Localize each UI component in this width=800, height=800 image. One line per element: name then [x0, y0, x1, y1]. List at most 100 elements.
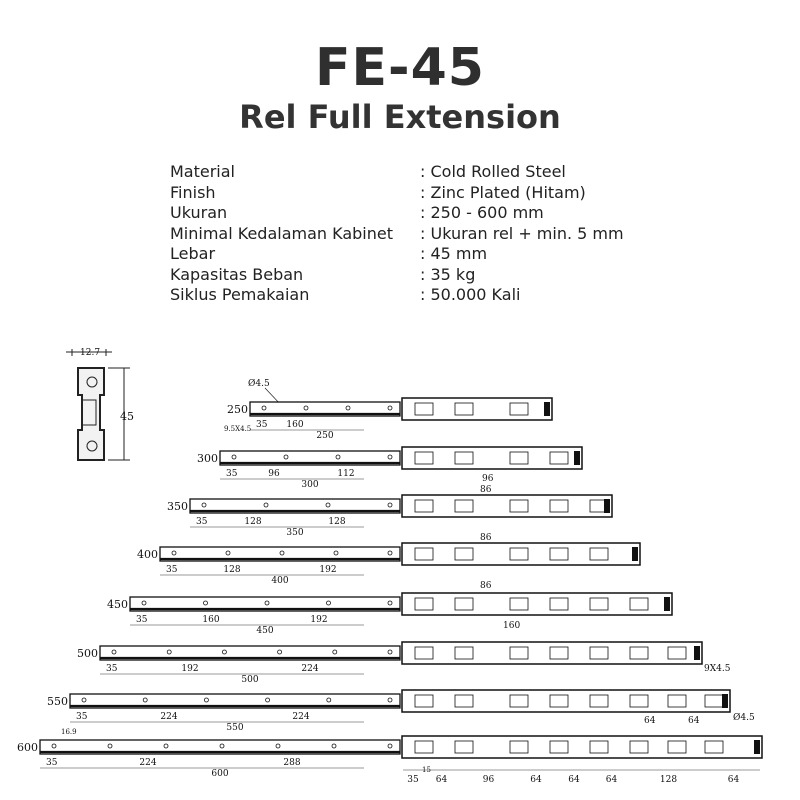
rail-slot [549, 547, 569, 561]
rail-slot [549, 740, 569, 754]
mounting-hole [231, 454, 237, 460]
rail-end-stop [632, 547, 638, 561]
bottom-dim-label: 64 [606, 775, 618, 785]
spec-row-finish: Finish : Zinc Plated (Hitam) [170, 183, 624, 204]
spec-row-material: Material : Cold Rolled Steel [170, 162, 624, 183]
rail-end-stop [664, 597, 670, 611]
bottom-dim-label: 64 [530, 775, 542, 785]
rail-slot [509, 694, 529, 708]
rail-right-body [401, 397, 553, 421]
rail-segment-label: 288 [283, 758, 300, 768]
rail-slot [549, 646, 569, 660]
rail-end-stop [604, 499, 610, 513]
spec-value: : Zinc Plated (Hitam) [420, 182, 586, 202]
rail-total-label: 600 [211, 769, 228, 779]
rail-slot [589, 646, 609, 660]
rail-size-label: 250 [227, 403, 248, 416]
mounting-hole [333, 550, 339, 556]
rail-segment-label: 35 [76, 712, 88, 722]
mounting-hole [325, 502, 331, 508]
rail-segment-label: 128 [328, 517, 345, 527]
rail-right-body [401, 446, 583, 470]
mounting-hole [387, 697, 393, 703]
rail-segment-label: 224 [301, 664, 318, 674]
rail-total-label: 300 [301, 480, 318, 490]
mounting-hole [331, 743, 337, 749]
rail-total-label: 550 [226, 723, 243, 733]
bottom-dim-label: 64 [436, 775, 448, 785]
rail-slot [629, 646, 649, 660]
bottom-dim-label: 35 [407, 775, 419, 785]
mounting-hole [303, 405, 309, 411]
spec-label: Lebar [170, 244, 216, 263]
rail-segment-label: 224 [139, 758, 156, 768]
dim-86-label: 86 [480, 485, 492, 495]
spec-value: : 35 kg [420, 264, 476, 284]
rail-slot [454, 451, 474, 465]
mounting-hole [107, 743, 113, 749]
dim-96-label: 96 [482, 474, 494, 484]
mounting-hole [264, 600, 270, 606]
rail-slot [454, 694, 474, 708]
mounting-hole [265, 697, 271, 703]
spec-label: Finish [170, 182, 216, 202]
rail-segment-label: 192 [319, 565, 336, 575]
mounting-hole [203, 697, 209, 703]
mounting-hole [387, 405, 393, 411]
rail-size-label: 300 [197, 452, 218, 465]
spec-value: : 50.000 Kali [420, 285, 521, 304]
rail-slot [454, 402, 474, 416]
rail-total-label: 250 [316, 431, 333, 441]
rail-left-body [249, 401, 401, 417]
rail-left-body [99, 645, 401, 661]
dim-86-label-2: 86 [480, 533, 492, 543]
rail-right-body [401, 592, 673, 616]
spec-label: Siklus Pemakaian [170, 285, 310, 304]
mounting-hole [203, 600, 208, 606]
hole-diameter-right-label: Ø4.5 [733, 712, 755, 723]
mounting-hole [279, 550, 285, 556]
rail-slot [414, 646, 434, 660]
rail-segment-label: 35 [256, 420, 268, 430]
rail-slot [589, 499, 609, 513]
mounting-hole [142, 697, 148, 703]
spec-value: : Ukuran rel + min. 5 mm [420, 223, 624, 243]
rail-slot [549, 499, 569, 513]
bottom-dim-label: 96 [483, 775, 495, 785]
mounting-hole [261, 405, 267, 411]
rail-segment-label: 112 [337, 469, 354, 479]
rail-slot [454, 740, 474, 754]
rail-right-body [401, 542, 641, 566]
product-subtitle: Rel Full Extension [239, 98, 561, 136]
rail-slot [629, 694, 649, 708]
rail-right-body [401, 735, 763, 759]
spec-value: : 250 - 600 mm [420, 203, 544, 222]
rail-slot [589, 694, 609, 708]
spec-row-lebar: Lebar : 45 mm [170, 244, 624, 265]
rail-slot [509, 646, 529, 660]
slot-size-label: 9.5X4.5 [224, 425, 251, 433]
rail-slot [509, 597, 529, 611]
mounting-hole [111, 649, 117, 655]
rail-slot [549, 694, 569, 708]
rail-slot [549, 451, 569, 465]
mounting-hole [81, 697, 87, 703]
mounting-hole [326, 600, 331, 606]
rail-slot [667, 646, 687, 660]
rail-slot [589, 597, 609, 611]
rail-slot [509, 499, 529, 513]
rail-slot [414, 499, 434, 513]
rail-slot [549, 597, 569, 611]
mounting-hole [277, 649, 283, 655]
rail-slot [629, 740, 649, 754]
spec-table: Material : Cold Rolled Steel Finish : Zi… [170, 162, 624, 306]
profile-height-label: 45 [120, 410, 134, 423]
spec-value: : Cold Rolled Steel [420, 162, 566, 181]
dim-86-label-3: 86 [480, 581, 492, 591]
spec-row-siklus: Siklus Pemakaian : 50.000 Kali [170, 285, 624, 306]
rail-size-label: 550 [47, 695, 68, 708]
rail-slot [414, 547, 434, 561]
